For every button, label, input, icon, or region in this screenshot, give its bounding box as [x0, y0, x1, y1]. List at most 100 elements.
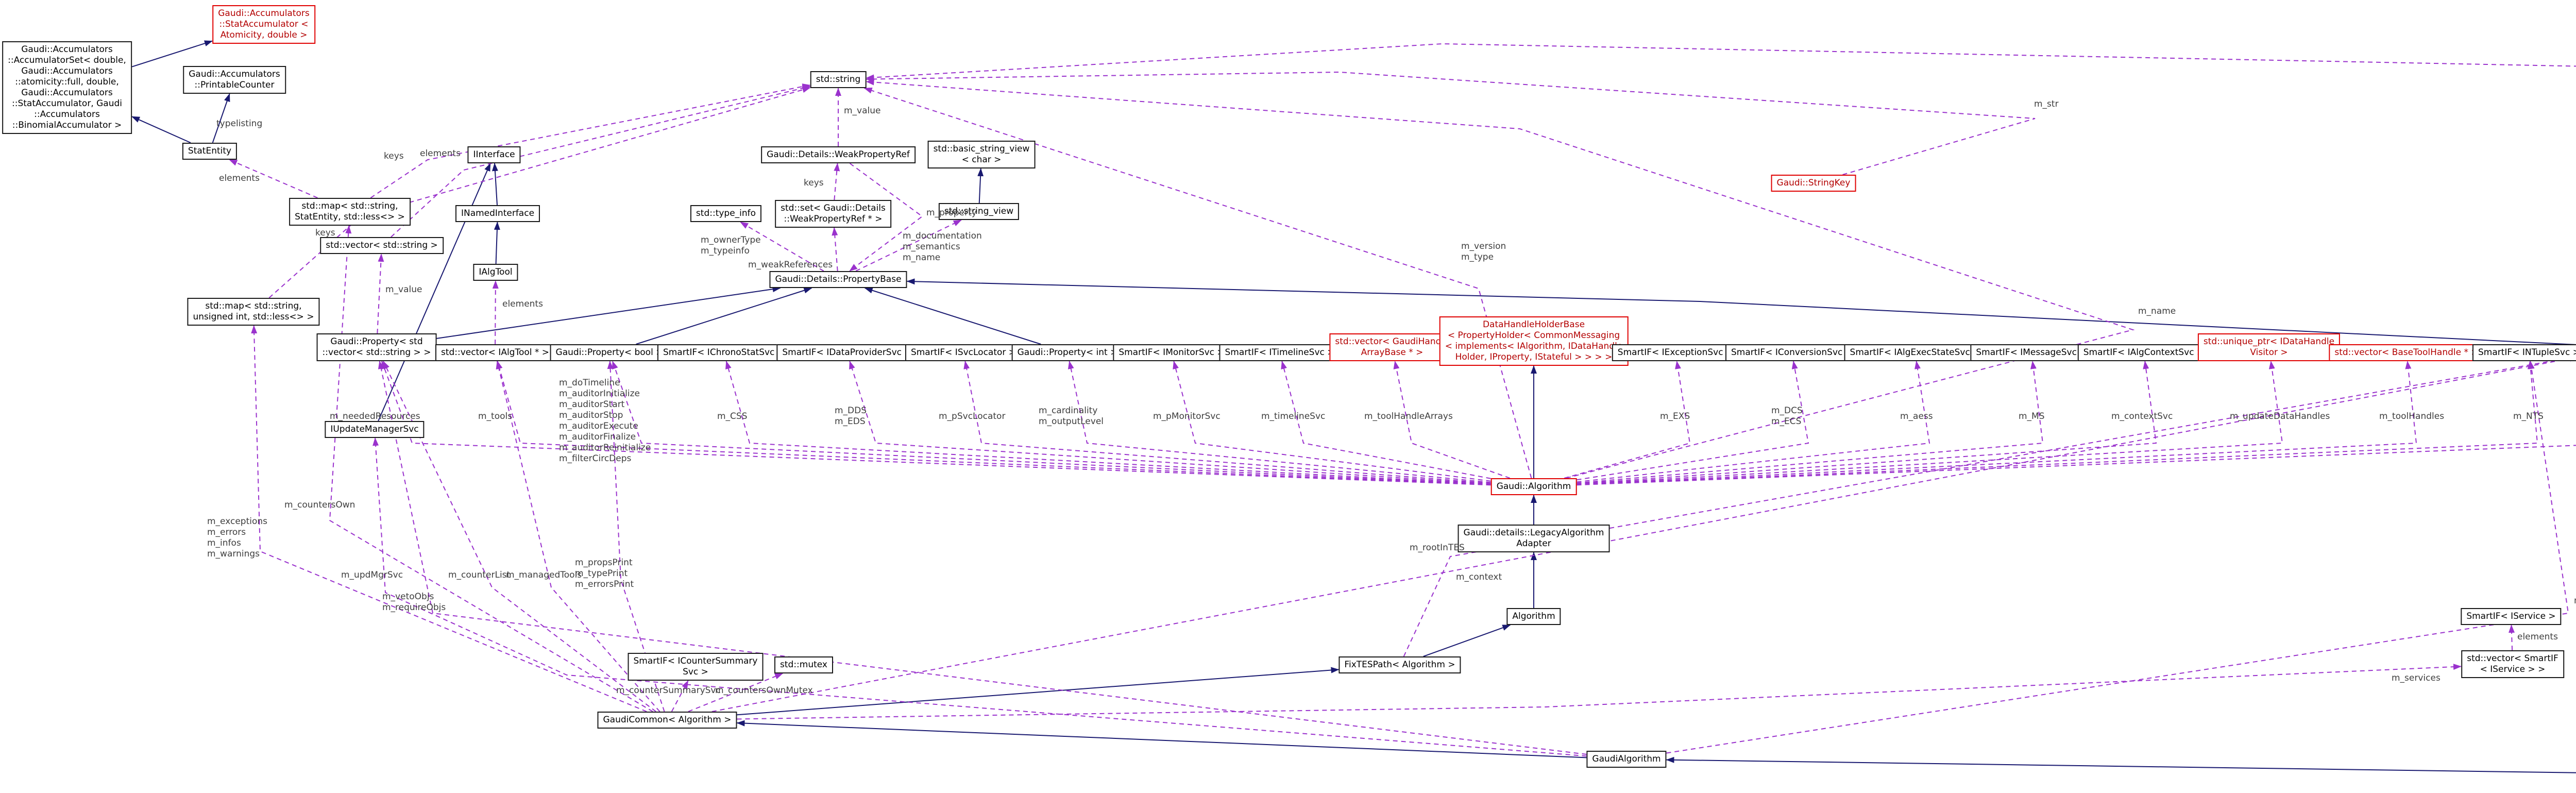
class-node-label: std::mutex: [780, 660, 827, 670]
edge-label-m_property: m_property: [926, 208, 977, 218]
edge-label-m_NTS: m_NTS: [2513, 411, 2544, 421]
class-node-sm_algexec[interactable]: SmartIF< IAlgExecStateSvc >: [1844, 344, 1986, 361]
class-node-mutex[interactable]: std::mutex: [774, 656, 833, 673]
class-node-vec_string[interactable]: std::vector< std::string >: [320, 237, 444, 254]
edge-label-elements: elements: [502, 299, 543, 309]
edge-galgorithm-to-sm_algctx: [1577, 361, 2157, 484]
class-node-sm_conv[interactable]: SmartIF< IConversionSvc >: [1725, 344, 1859, 361]
class-node-fixtespath[interactable]: FixTESPath< Algorithm >: [1338, 656, 1461, 673]
class-node-label: SmartIF< IAlgExecStateSvc >: [1850, 347, 1980, 358]
class-node-sm_chrono[interactable]: SmartIF< IChronoStatSvc >: [657, 344, 791, 361]
edge-prop_string-to-string: [866, 43, 2576, 81]
edge-label-m_pSvcLocator: m_pSvcLocator: [939, 411, 1006, 421]
edge-statentity-to-accset: [131, 116, 191, 143]
class-node-gaudicommon[interactable]: GaudiCommon< Algorithm >: [597, 712, 737, 729]
class-node-label: Adapter: [1516, 538, 1551, 549]
class-node-basicsv[interactable]: std::basic_string_view< char >: [927, 141, 1036, 168]
class-node-stringkey[interactable]: Gaudi::StringKey: [1771, 175, 1856, 192]
class-node-label: SmartIF< IDataProviderSvc >: [782, 347, 912, 358]
class-node-prop_vecstr[interactable]: Gaudi::Property< std::vector< std::strin…: [316, 333, 437, 361]
edge-accset-to-statacc: [131, 40, 213, 68]
class-node-map_uint[interactable]: std::map< std::string,unsigned int, std:…: [187, 298, 320, 326]
class-node-stringview[interactable]: std::string_view: [938, 203, 1020, 220]
class-node-label: ArrayBase * >: [1361, 347, 1423, 358]
class-node-sm_ntuple[interactable]: SmartIF< INTupleSvc >: [2472, 344, 2576, 361]
edge-label-m_timelineSvc: m_timelineSvc: [1261, 411, 1326, 421]
edge-gaudicommon-to-vec_ialgtool: [496, 361, 660, 712]
class-node-label: Gaudi::Details::PropertyBase: [775, 274, 902, 284]
class-node-statentity[interactable]: StatEntity: [182, 143, 238, 160]
edge-label-keys: keys: [384, 151, 404, 161]
edge-fixtespath-to-algorithm: [1423, 625, 1511, 657]
edge-gaudicommon-to-map_statentity: [329, 225, 653, 712]
class-node-label: std::basic_string_view: [933, 144, 1030, 154]
edge-label-m_aess: m_aess: [1900, 411, 1933, 421]
class-node-statacc[interactable]: Gaudi::Accumulators::StatAccumulator <At…: [212, 5, 315, 44]
class-node-label: ::StatAccumulator, Gaudi: [11, 98, 123, 109]
class-node-sm_iservice[interactable]: SmartIF< IService >: [2461, 608, 2562, 625]
class-node-gaudialgorithm[interactable]: GaudiAlgorithm: [1586, 751, 1667, 768]
class-node-inamed[interactable]: INamedInterface: [455, 205, 540, 222]
edge-propertybase-to-set_weakref: [832, 227, 838, 272]
class-node-sm_svcloc[interactable]: SmartIF< ISvcLocator >: [905, 344, 1022, 361]
edge-galgorithm-to-string: [866, 79, 2135, 479]
class-node-label: SmartIF< IAlgContextSvc >: [2083, 347, 2205, 358]
class-node-set_weakref[interactable]: std::set< Gaudi::Details::WeakPropertyRe…: [775, 200, 891, 228]
edge-label-m_toolHandles: m_toolHandles: [2379, 411, 2445, 421]
edge-galgorithm-to-vec_bth: [1577, 361, 2417, 485]
class-node-label: SmartIF< IMonitorSvc >: [1118, 347, 1225, 358]
edge-galgorithm-to-sm_dataprov: [849, 361, 1491, 484]
class-node-label: StatEntity: [188, 146, 232, 156]
class-node-label: unsigned int, std::less<> >: [193, 312, 314, 322]
class-node-iinterface[interactable]: IInterface: [467, 146, 521, 163]
class-node-label: ::AccumulatorSet< double,: [8, 55, 126, 65]
class-node-label: Algorithm: [1512, 611, 1555, 621]
class-node-label: < implements< IAlgorithm, IDataHandle: [1445, 341, 1623, 351]
edge-gaudicommon-to-sm_countersummary: [671, 680, 689, 712]
class-node-label: SmartIF< IChronoStatSvc >: [663, 347, 785, 358]
class-node-weakref[interactable]: Gaudi::Details::WeakPropertyRef: [761, 146, 916, 163]
class-node-printable[interactable]: Gaudi::Accumulators::PrintableCounter: [183, 66, 286, 94]
class-node-vec_ialgtool[interactable]: std::vector< IAlgTool * >: [435, 344, 555, 361]
class-node-sm_dataprov[interactable]: SmartIF< IDataProviderSvc >: [776, 344, 918, 361]
class-node-sm_msg[interactable]: SmartIF< IMessageSvc >: [1970, 344, 2093, 361]
class-node-typeinfo[interactable]: std::type_info: [690, 205, 762, 222]
class-node-accset[interactable]: Gaudi::Accumulators::AccumulatorSet< dou…: [2, 41, 132, 134]
class-node-label: Svc >: [683, 667, 708, 677]
edge-label-m_pMonitorSvc: m_pMonitorSvc: [1153, 411, 1221, 421]
class-node-map_statentity[interactable]: std::map< std::string,StatEntity, std::l…: [289, 198, 411, 226]
class-node-label: IInterface: [473, 149, 515, 160]
class-node-label: ::Accumulators: [34, 109, 100, 120]
class-node-propertybase[interactable]: Gaudi::Details::PropertyBase: [769, 271, 907, 288]
class-node-label: DataHandleHolderBase: [1482, 319, 1585, 330]
class-node-sm_except[interactable]: SmartIF< IExceptionSvc >: [1612, 344, 1739, 361]
edge-inamed-to-iinterface: [492, 163, 498, 206]
class-node-label: Gaudi::StringKey: [1776, 178, 1851, 188]
class-node-sm_algctx[interactable]: SmartIF< IAlgContextSvc >: [2077, 344, 2210, 361]
edge-label-m_str: m_str: [2034, 99, 2059, 109]
class-node-string[interactable]: std::string: [810, 71, 867, 88]
class-node-prop_int[interactable]: Gaudi::Property< int >: [1011, 344, 1124, 361]
class-node-label: IAlgTool: [479, 267, 513, 277]
class-node-vec_bth[interactable]: std::vector< BaseToolHandle * >: [2329, 344, 2484, 361]
class-node-dhhb[interactable]: DataHandleHolderBase< PropertyHolder< Co…: [1439, 316, 1629, 366]
class-node-sm_monitor[interactable]: SmartIF< IMonitorSvc >: [1113, 344, 1230, 361]
class-node-sm_timeline[interactable]: SmartIF< ITimelineSvc >: [1219, 344, 1341, 361]
class-node-label: ::vector< std::string > >: [322, 347, 431, 358]
class-node-label: Gaudi::Accumulators: [218, 8, 310, 19]
class-node-prop_bool[interactable]: Gaudi::Property< bool >: [550, 344, 669, 361]
class-node-label: SmartIF< IConversionSvc >: [1731, 347, 1853, 358]
class-node-ialgtool[interactable]: IAlgTool: [473, 264, 518, 281]
edge-prop_vecstr-to-propertybase: [436, 286, 781, 339]
class-node-updmgrsvc[interactable]: IUpdateManagerSvc: [325, 421, 425, 438]
class-node-vec_smsvc[interactable]: std::vector< SmartIF< IService > >: [2461, 650, 2564, 678]
class-node-algorithm[interactable]: Algorithm: [1506, 608, 1561, 625]
class-node-galgorithm[interactable]: Gaudi::Algorithm: [1490, 478, 1577, 495]
